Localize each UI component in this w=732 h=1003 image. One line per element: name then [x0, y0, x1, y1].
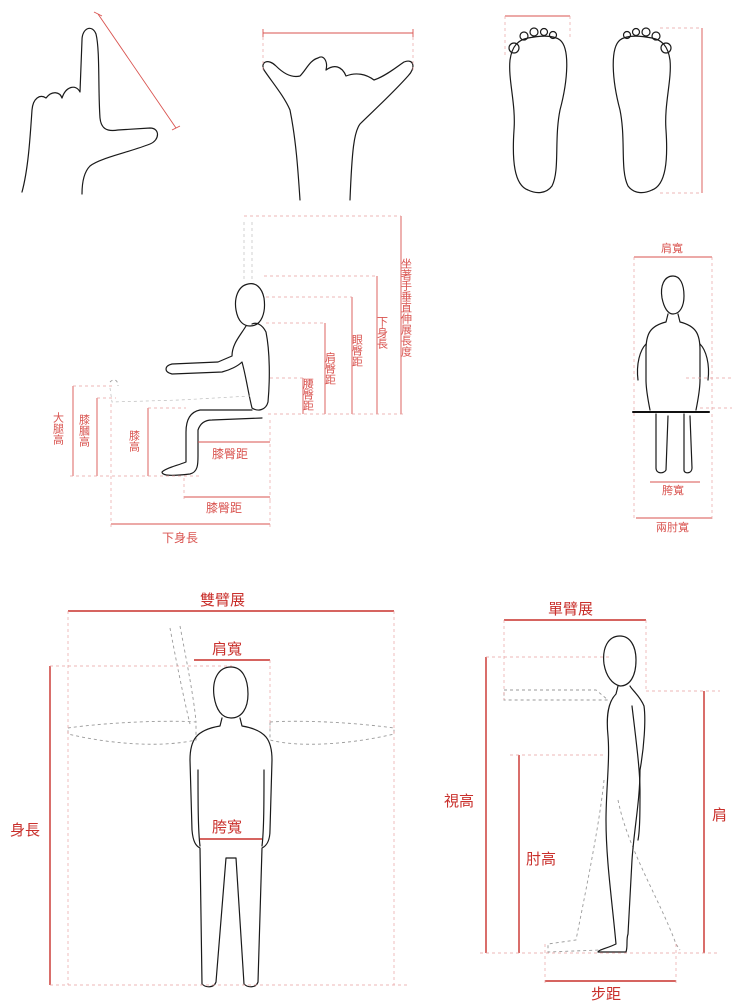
label-single-arm-span: 單臂展 — [548, 600, 593, 618]
standing-side-figure — [503, 635, 681, 953]
label-knee-popliteal: 膝膕高 — [78, 414, 91, 448]
label-standing-hip-width: 胯寬 — [212, 818, 242, 836]
label-eye-height: 視高 — [444, 792, 474, 810]
label-eye-buttock: 眼臀距 — [351, 334, 364, 367]
hand-span-dimension — [97, 13, 177, 129]
label-seated-reach: 坐著手垂直伸展長度 — [400, 258, 413, 358]
label-upper-body: 下身長 — [376, 316, 389, 350]
label-front-hip-width: 胯寬 — [662, 483, 684, 497]
hand-l-shape — [21, 11, 181, 195]
hand-shaka-shape — [262, 29, 414, 201]
seated-front-figure — [632, 275, 710, 474]
label-waist-buttock: 腰臀距 — [302, 378, 315, 411]
label-standing-shoulder-width: 肩寬 — [212, 640, 242, 658]
seated-dimensions — [70, 215, 405, 528]
label-knee-buttock-2: 膝臀距 — [206, 501, 242, 515]
label-front-elbow-width: 兩肘寬 — [656, 520, 689, 534]
footprints — [504, 15, 703, 194]
label-front-shoulder-width: 肩寬 — [661, 241, 683, 255]
standing-side-dimensions — [480, 619, 720, 985]
label-step-distance: 步距 — [591, 985, 621, 1003]
label-shoulder-buttock: 肩臀距 — [324, 351, 337, 385]
label-lower-body: 下身長 — [162, 530, 198, 545]
label-elbow-height: 肘高 — [526, 850, 556, 868]
label-knee-buttock-1: 膝臀距 — [212, 447, 248, 461]
standing-front-dimensions — [49, 610, 410, 986]
standing-front-figure — [67, 625, 395, 988]
label-thigh-height: 大腿高 — [52, 411, 65, 446]
label-knee-height: 膝高 — [128, 430, 141, 453]
label-shoulder-height: 肩 — [712, 806, 727, 824]
seated-figure — [109, 222, 270, 476]
label-arm-span: 雙臂展 — [200, 591, 245, 609]
label-height: 身長 — [10, 821, 40, 839]
seated-front-dimensions — [633, 256, 732, 520]
